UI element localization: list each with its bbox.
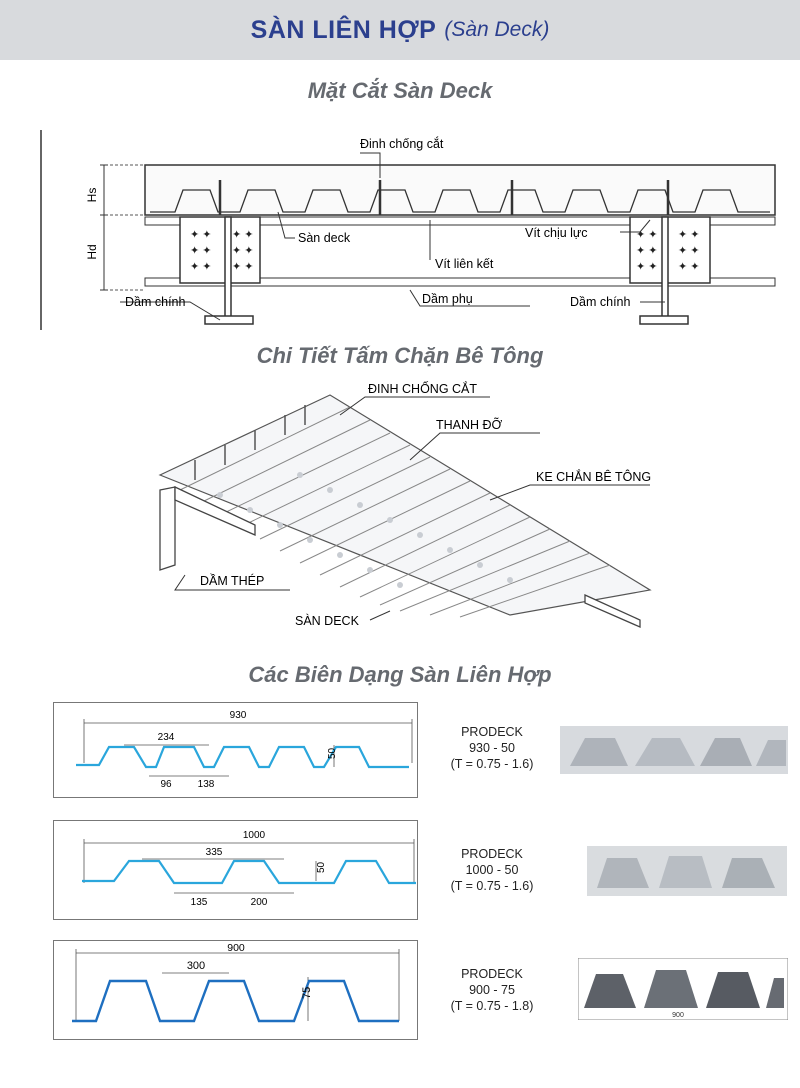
spec-1000: PRODECK 1000 - 50 (T = 0.75 - 1.6) — [432, 846, 552, 894]
dim-width: 1000 — [243, 830, 266, 841]
spec-thickness: (T = 0.75 - 1.6) — [450, 757, 534, 771]
dim-top: 138 — [198, 779, 215, 790]
dim-top: 200 — [251, 897, 268, 908]
label-secondary-beam: Dầm phụ — [422, 292, 473, 306]
spec-size: 900 - 75 — [469, 983, 515, 997]
label-main-beam-right: Dầm chính — [570, 295, 630, 309]
dim-width: 930 — [230, 710, 247, 721]
hs-label: Hs — [85, 188, 99, 203]
spec-name: PRODECK — [461, 847, 523, 861]
svg-text:✦ ✦: ✦ ✦ — [636, 229, 658, 241]
page-subtitle: (Sàn Deck) — [444, 18, 550, 41]
dim-height: 75 — [301, 987, 313, 999]
page-title: SÀN LIÊN HỢP — [250, 15, 437, 44]
deck-profile — [150, 189, 770, 213]
svg-text:✦ ✦: ✦ ✦ — [636, 245, 658, 257]
label-deck-sheet: SÀN DECK — [295, 613, 360, 628]
svg-text:✦ ✦: ✦ ✦ — [678, 261, 700, 273]
label-concrete-stop: KE CHẮN BÊ TÔNG — [536, 469, 651, 484]
label-bearing-screw: Vít chịu lực — [525, 226, 588, 240]
dim-height: 50 — [327, 747, 338, 759]
label-connecting-screw: Vít liên kết — [435, 257, 494, 271]
photo-caption: 900 — [672, 1012, 684, 1019]
label-deck: Sàn deck — [298, 231, 351, 245]
cross-section-diagram: Hs Hd ✦ ✦ ✦ ✦ ✦ ✦ ✦ ✦ ✦ ✦ ✦ ✦ ✦ ✦ ✦ ✦ ✦ ✦ ✦ ✦ ✦… — [40, 130, 776, 330]
profile-box-1000: 1000 335 135 200 50 — [53, 820, 418, 920]
svg-text:✦ ✦: ✦ ✦ — [190, 245, 212, 257]
label-support-bar: THANH ĐỠ — [436, 417, 503, 432]
photo-930 — [560, 726, 788, 774]
svg-text:✦ ✦: ✦ ✦ — [190, 261, 212, 273]
svg-text:✦ ✦: ✦ ✦ — [232, 229, 254, 241]
spec-thickness: (T = 0.75 - 1.8) — [450, 999, 534, 1013]
svg-text:✦ ✦: ✦ ✦ — [232, 261, 254, 273]
spec-930: PRODECK 930 - 50 (T = 0.75 - 1.6) — [432, 724, 552, 772]
photo-1000 — [587, 846, 787, 896]
spec-900: PRODECK 900 - 75 (T = 0.75 - 1.8) — [432, 966, 552, 1014]
dim-bottom: 96 — [160, 779, 172, 790]
spec-size: 930 - 50 — [469, 741, 515, 755]
svg-text:✦ ✦: ✦ ✦ — [190, 229, 212, 241]
section-title-concrete-stop: Chi Tiết Tấm Chặn Bê Tông — [256, 343, 544, 368]
header-band: SÀN LIÊN HỢP (Sàn Deck) — [0, 0, 800, 60]
profile-box-900: 900 300 75 — [53, 940, 418, 1040]
svg-text:✦ ✦: ✦ ✦ — [636, 261, 658, 273]
label-shear-stud: ĐINH CHỐNG CẮT — [368, 381, 477, 396]
spec-size: 1000 - 50 — [465, 863, 519, 877]
isometric-deck-diagram: ĐINH CHỐNG CẮT THANH ĐỠ KE CHẮN BÊ TÔNG … — [158, 381, 652, 628]
label-main-beam-left: Dầm chính — [125, 295, 185, 309]
spec-thickness: (T = 0.75 - 1.6) — [450, 879, 534, 893]
dim-pitch: 300 — [187, 960, 205, 972]
photo-900: 900 — [578, 958, 788, 1020]
section-title-cross-section: Mặt Cắt Sàn Deck — [307, 78, 493, 103]
dim-width: 900 — [227, 942, 245, 954]
dim-height: 50 — [316, 861, 327, 873]
svg-text:✦ ✦: ✦ ✦ — [232, 245, 254, 257]
dim-bottom: 135 — [191, 897, 208, 908]
label-steel-beam: DẦM THÉP — [200, 573, 264, 588]
label-stud: Đinh chống cắt — [360, 136, 444, 151]
spec-name: PRODECK — [461, 967, 523, 981]
dim-pitch: 234 — [158, 732, 175, 743]
hd-label: Hd — [85, 244, 99, 259]
spec-name: PRODECK — [461, 725, 523, 739]
profile-box-930: 930 234 96 138 50 — [53, 702, 418, 798]
svg-text:✦ ✦: ✦ ✦ — [678, 229, 700, 241]
section-title-profiles: Các Biên Dạng Sàn Liên Hợp — [248, 662, 552, 687]
svg-text:✦ ✦: ✦ ✦ — [678, 245, 700, 257]
dim-pitch: 335 — [206, 847, 223, 858]
